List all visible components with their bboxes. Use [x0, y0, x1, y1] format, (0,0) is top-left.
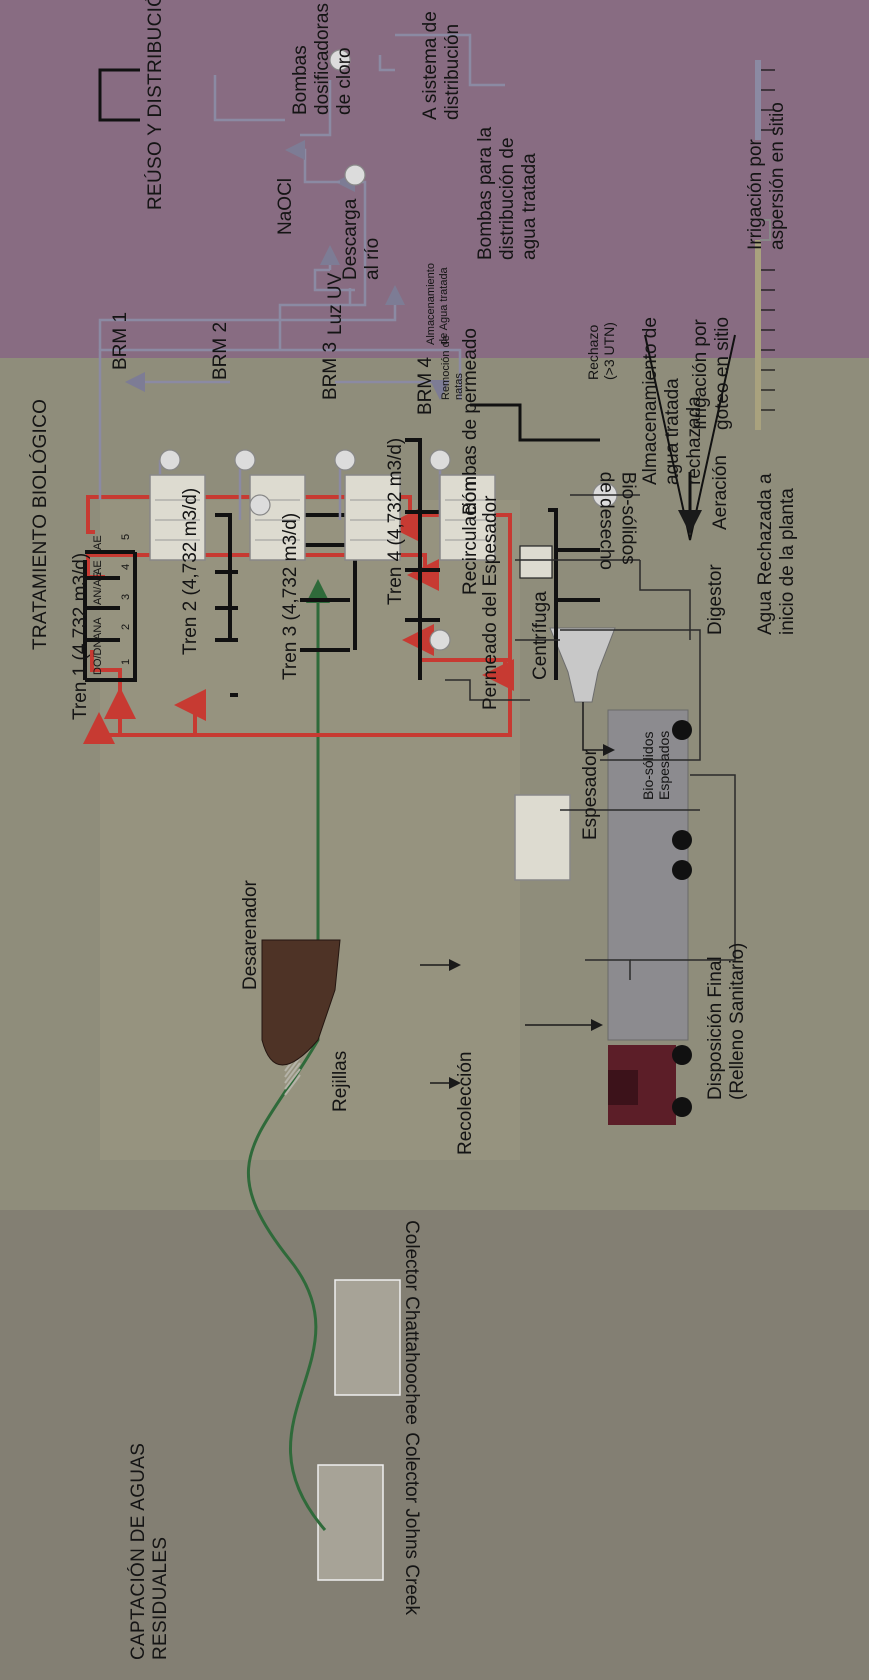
- zone-type-2: ANA: [92, 617, 104, 640]
- pump-icons: [159, 49, 618, 651]
- train-2-label: Tren 2 (4,732 m3/d): [180, 487, 201, 655]
- permeate-lines: [98, 33, 505, 520]
- label-desarenador: Desarenador: [240, 880, 261, 990]
- zone-type-5: AE: [92, 535, 104, 550]
- brm-4-label: BRM 4: [415, 356, 436, 415]
- collector-johns-creek-label: Colector Johns Creek: [400, 1432, 422, 1615]
- truck-icon: [607, 709, 692, 1125]
- grit-chamber-icon: [261, 939, 341, 1066]
- zone-type-1: DO/DN: [92, 639, 104, 675]
- label-bombas-permeado: Bombas de permeado: [460, 328, 481, 515]
- label-rejillas: Rejillas: [330, 1050, 351, 1112]
- collector-johns-creek-box: [317, 1464, 384, 1581]
- label-irrigacion-aspersion: Irrigación por aspersión en sitio: [745, 102, 788, 250]
- label-agua-rechazada: Agua Rechazada a inicio de la planta: [755, 473, 798, 635]
- label-a-sistema: A sistema de distribución: [420, 11, 463, 120]
- train-4-label: Tren 4 (4,732 m3/d): [385, 437, 406, 605]
- label-permeado-espesador: Permeado del Espesador: [480, 495, 501, 710]
- label-biosolidos-desecho: Bio-sólidos de desecho: [595, 471, 639, 570]
- collector-chattahoochee-box: [334, 1279, 401, 1396]
- label-almacenamiento-tratada: Almacenamiento de Agua tratada: [425, 263, 450, 345]
- label-aeracion: Aeración: [710, 455, 731, 530]
- zone-type-4: AE: [92, 560, 104, 575]
- label-disposicion: Disposición Final (Relleno Sanitario): [705, 942, 748, 1100]
- collector-chattahoochee-label: Colector Chattahoochee: [400, 1220, 422, 1425]
- drip-emitters: [761, 269, 775, 411]
- zone-number-4: 4: [120, 563, 132, 570]
- label-recoleccion: Recolección: [455, 1051, 476, 1156]
- label-irrigacion-goteo: Irrigación por goteo en sitio: [690, 316, 733, 430]
- brm-3-label: BRM 3: [320, 341, 341, 400]
- influent-pipe: [246, 579, 330, 1531]
- zone-number-5: 5: [120, 533, 132, 540]
- zone-number-3: 3: [120, 593, 132, 600]
- centrifuge-icon: [549, 627, 616, 703]
- label-descarga-rio: Descarga al río: [340, 198, 383, 280]
- label-bombas-distribucion: Bombas para la distribución de agua trat…: [475, 126, 540, 260]
- label-espesador: Espesador: [580, 749, 601, 840]
- label-rechazo: Rechazo (>3 UTN): [585, 322, 618, 380]
- thickener-box: [514, 794, 571, 881]
- zone-type-3: AN/AE: [92, 571, 104, 605]
- zone-number-1: 1: [120, 658, 132, 665]
- sprinkler-emitters: [761, 69, 775, 131]
- label-naocl: NaOCl: [275, 177, 296, 235]
- train-1-label: Tren 1 (4,732 m3/d): [70, 552, 91, 720]
- brm-1-label: BRM 1: [110, 311, 131, 370]
- label-biosolidos-espesados: Bio-sólidos Espesados: [640, 730, 673, 800]
- train-3-label: Tren 3 (4,732 m3/d): [280, 512, 301, 680]
- label-digestor: Digestor: [705, 564, 726, 635]
- label-luz-uv: Luz UV: [325, 272, 346, 335]
- sludge-lines: [445, 494, 736, 980]
- section-reuso: REÚSO Y DISTRIBUCIÓN: [145, 0, 166, 210]
- scum-removal-box: [519, 545, 553, 579]
- zone-number-2: 2: [120, 623, 132, 630]
- brm-2-label: BRM 2: [210, 321, 231, 380]
- label-bombas-cloro: Bombas dosificadoras de cloro: [290, 3, 355, 115]
- label-centrifuga: Centrífuga: [530, 591, 551, 680]
- section-tratamiento: TRATAMIENTO BIOLÓGICO: [30, 398, 51, 650]
- section-captacion: CAPTACIÓN DE AGUAS RESIDUALES: [128, 1442, 171, 1660]
